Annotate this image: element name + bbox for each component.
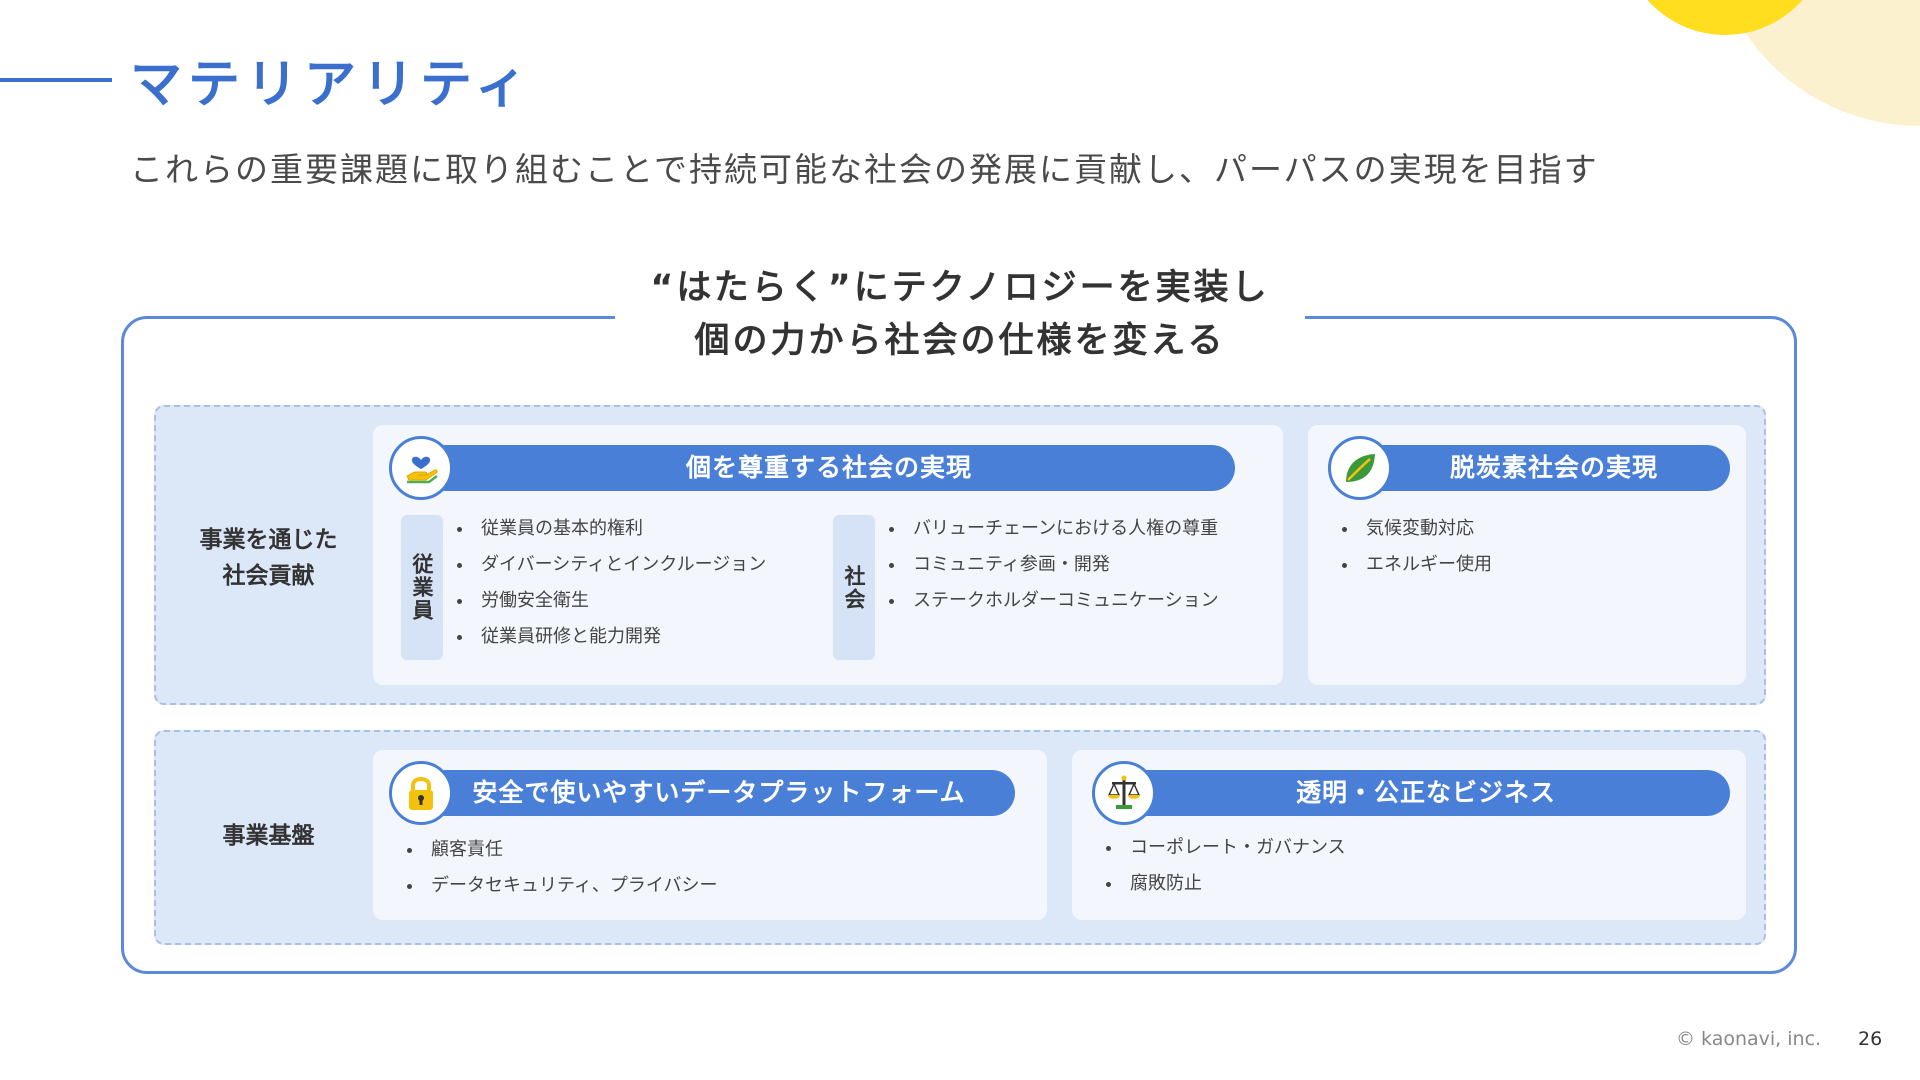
row-business-foundation: 事業基盤 安全で使いやすいデータプラットフォーム 顧客責任 データセキュリティ、… — [154, 730, 1766, 945]
tag-employees: 従業員 — [401, 515, 443, 660]
card-header-respect-individual: 個を尊重する社会の実現 — [423, 445, 1235, 491]
row-label-social-contribution: 事業を通じた 社会貢献 — [156, 522, 381, 594]
card-header-data-platform: 安全で使いやすいデータプラットフォーム — [423, 770, 1015, 816]
list-item: 気候変動対応 — [1340, 511, 1492, 547]
list-item: ダイバーシティとインクルージョン — [455, 547, 766, 583]
row-label-business-foundation: 事業基盤 — [222, 823, 315, 849]
list-item: コミュニティ参画・開発 — [887, 547, 1219, 583]
frame-gap — [615, 300, 1305, 330]
row-social-contribution: 事業を通じた 社会貢献 個を尊重する社会の実現 従業員 従業員の基本的権利 ダイ… — [154, 405, 1766, 705]
list-item: バリューチェーンにおける人権の尊重 — [887, 511, 1219, 547]
scales-icon — [1092, 761, 1156, 825]
list-item: コーポレート・ガバナンス — [1104, 830, 1346, 866]
card-header-fair-business: 透明・公正なビジネス — [1122, 770, 1730, 816]
row-label-line-2: 社会貢献 — [222, 563, 315, 589]
list-item: 従業員研修と能力開発 — [455, 619, 766, 655]
card-data-platform: 安全で使いやすいデータプラットフォーム 顧客責任 データセキュリティ、プライバシ… — [373, 750, 1047, 920]
list-item: エネルギー使用 — [1340, 547, 1492, 583]
card-decarbonization: 脱炭素社会の実現 気候変動対応 エネルギー使用 — [1308, 425, 1746, 685]
heart-hand-icon — [389, 436, 453, 500]
card-respect-individual: 個を尊重する社会の実現 従業員 従業員の基本的権利 ダイバーシティとインクルージ… — [373, 425, 1283, 685]
list-fair-business: コーポレート・ガバナンス 腐敗防止 — [1104, 830, 1346, 902]
tag-society: 社会 — [833, 515, 875, 660]
list-item: データセキュリティ、プライバシー — [405, 868, 718, 904]
padlock-icon — [389, 761, 453, 825]
list-item: 労働安全衛生 — [455, 583, 766, 619]
list-item: 腐敗防止 — [1104, 866, 1346, 902]
list-item: 従業員の基本的権利 — [455, 511, 766, 547]
footer-page-number: 26 — [1858, 1028, 1883, 1050]
list-employees: 従業員の基本的権利 ダイバーシティとインクルージョン 労働安全衛生 従業員研修と… — [455, 511, 766, 655]
card-fair-business: 透明・公正なビジネス コーポレート・ガバナンス 腐敗防止 — [1072, 750, 1746, 920]
page-subtitle: これらの重要課題に取り組むことで持続可能な社会の発展に貢献し、パーパスの実現を目… — [130, 150, 1599, 189]
tagline-line-2: 個の力から社会の仕様を変える — [694, 321, 1226, 361]
row-label-line-1: 事業を通じた — [199, 527, 338, 553]
list-item: 顧客責任 — [405, 832, 718, 868]
list-decarbonization: 気候変動対応 エネルギー使用 — [1340, 511, 1492, 583]
list-item: ステークホルダーコミュニケーション — [887, 583, 1219, 619]
tagline-line-1: “はたらく”にテクノロジーを実装し — [650, 268, 1270, 308]
list-society: バリューチェーンにおける人権の尊重 コミュニティ参画・開発 ステークホルダーコミ… — [887, 511, 1219, 619]
list-data-platform: 顧客責任 データセキュリティ、プライバシー — [405, 832, 718, 904]
card-header-decarbonization: 脱炭素社会の実現 — [1358, 445, 1730, 491]
tagline: “はたらく”にテクノロジーを実装し 個の力から社会の仕様を変える — [615, 262, 1305, 368]
page-title: マテリアリティ — [130, 55, 533, 115]
footer-copyright: © kaonavi, inc. — [1676, 1028, 1822, 1050]
title-accent-line — [0, 78, 112, 82]
leaf-icon — [1328, 436, 1392, 500]
